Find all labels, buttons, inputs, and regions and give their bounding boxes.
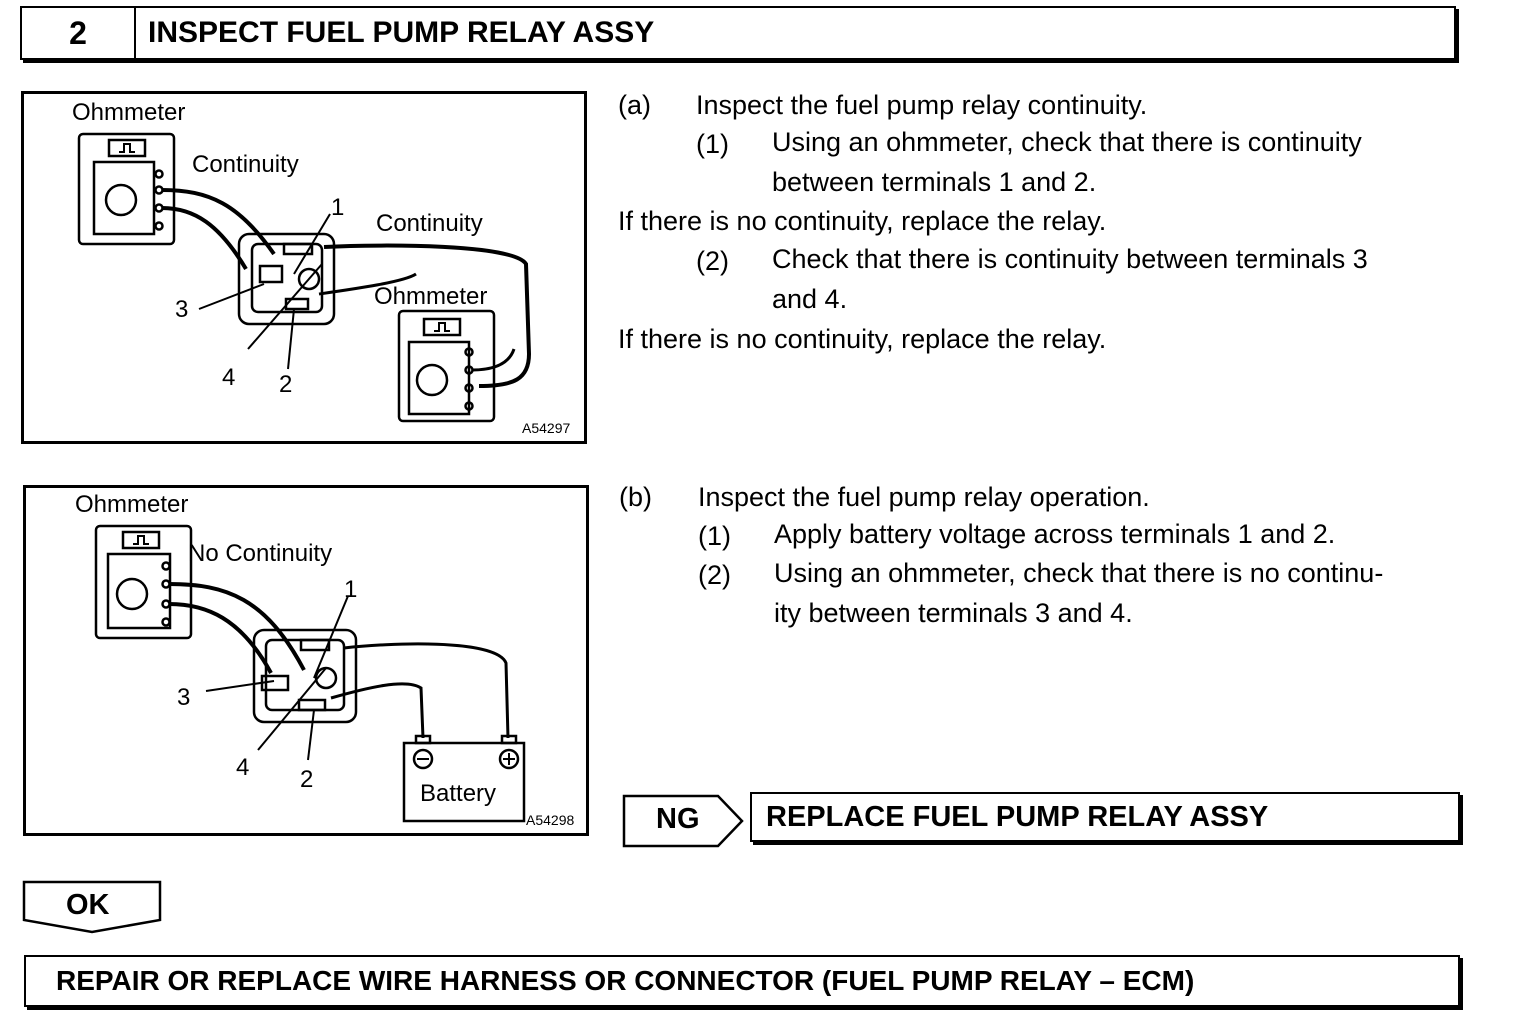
ohmmeter-1-display [107, 138, 147, 158]
section-a-heading: Inspect the fuel pump relay continuity. [696, 90, 1148, 120]
figure-code: A54297 [522, 420, 571, 436]
section-b-marker: (b) [619, 482, 652, 512]
ohmmeter-face [106, 552, 172, 630]
step-number: 2 [20, 6, 136, 60]
section-a-step2-line2: and 4. [772, 284, 848, 314]
section-b-step1-marker: (1) [698, 521, 731, 551]
figure-continuity: Ohmmeter Continuity Continuity Ohmmeter … [21, 91, 587, 444]
section-a-note2: If there is no continuity, replace the r… [618, 324, 1107, 354]
label-continuity-2: Continuity [376, 210, 483, 237]
ok-action: REPAIR OR REPLACE WIRE HARNESS OR CONNEC… [24, 955, 1460, 1007]
ohmmeter-2-body [397, 309, 496, 423]
battery-body [402, 741, 526, 823]
section-a-step2-line1: Check that there is continuity between t… [772, 244, 1368, 274]
ok-arrow-box [22, 880, 162, 934]
section-a-note1: If there is no continuity, replace the r… [618, 206, 1107, 236]
label-no-continuity: No Continuity [188, 540, 333, 567]
step-title: INSPECT FUEL PUMP RELAY ASSY [134, 6, 1456, 60]
ohmmeter-2-face [407, 340, 471, 416]
label-ohmmeter-1: Ohmmeter [72, 99, 186, 126]
relay-body [252, 628, 358, 724]
section-b-step2-line1: Using an ohmmeter, check that there is n… [774, 558, 1384, 588]
label-terminal-3: 3 [177, 684, 191, 711]
figure-operation: Ohmmeter No Continuity 1 3 4 2 Battery A… [23, 485, 589, 836]
label-terminal-4: 4 [236, 754, 250, 781]
relay-body [237, 232, 336, 326]
ohmmeter-1-dial [104, 183, 138, 217]
section-a-step1-line2: between terminals 1 and 2. [772, 167, 1097, 197]
ok-label: OK [66, 889, 110, 921]
section-a-step1-marker: (1) [696, 129, 729, 159]
ohmmeter-1-face [92, 160, 156, 236]
section-b-step1-line1: Apply battery voltage across terminals 1… [774, 519, 1336, 549]
ohmmeter-body [94, 524, 193, 640]
label-terminal-4: 4 [222, 364, 236, 391]
ng-arrow-box [622, 794, 744, 848]
ng-label: NG [656, 803, 700, 835]
label-terminal-3: 3 [175, 296, 189, 323]
relay-operation-diagram [94, 524, 526, 823]
ohmmeter-display [121, 530, 161, 550]
label-terminal-1: 1 [344, 576, 358, 603]
section-b-step2-marker: (2) [698, 560, 731, 590]
section-a-marker: (a) [618, 90, 651, 120]
label-terminal-2: 2 [279, 371, 293, 398]
section-a-step2-marker: (2) [696, 246, 729, 276]
section-b-heading: Inspect the fuel pump relay operation. [698, 482, 1150, 512]
label-battery: Battery [420, 780, 497, 807]
label-terminal-2: 2 [300, 766, 314, 793]
label-terminal-1: 1 [331, 194, 345, 221]
section-b-step2-line2: ity between terminals 3 and 4. [774, 598, 1133, 628]
ohmmeter-2-display [422, 317, 462, 337]
section-a-step1-line1: Using an ohmmeter, check that there is c… [772, 127, 1362, 157]
figure-code: A54298 [526, 812, 575, 828]
ohmmeter-dial [115, 577, 149, 611]
ohmmeter-2-dial [415, 363, 449, 397]
battery-negative-icon [412, 748, 434, 770]
battery-positive-icon [498, 748, 520, 770]
label-ohmmeter: Ohmmeter [75, 491, 189, 518]
ng-action: REPLACE FUEL PUMP RELAY ASSY [750, 792, 1460, 842]
label-ohmmeter-2: Ohmmeter [374, 283, 488, 310]
relay-continuity-diagram [77, 132, 532, 423]
label-continuity-1: Continuity [192, 151, 299, 178]
